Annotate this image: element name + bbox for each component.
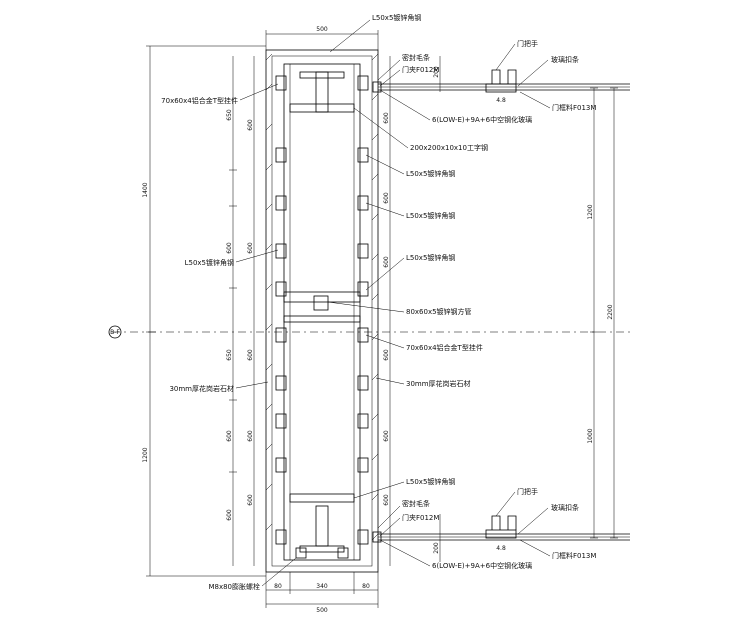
door-top — [372, 69, 630, 93]
label-angle-left: L50x5镀锌角钢 — [185, 258, 234, 267]
column-body — [265, 49, 379, 573]
label-glass-clip-bottom: 玻璃扣条 — [551, 503, 579, 512]
dim-right-seg-5: 600 — [383, 430, 390, 442]
dim-inner-seg-5: 600 — [247, 494, 254, 506]
square-tube-band — [283, 291, 361, 323]
dim-right-seg-3: 600 — [383, 256, 390, 268]
dim-left-total-upper: 1400 — [142, 182, 149, 197]
dimension-lines — [146, 30, 618, 608]
dim-glass-gap-top: 4.8 — [496, 97, 506, 104]
label-granite-right: 30mm厚花岗岩石材 — [406, 379, 471, 388]
dim-right-seg-1: 600 — [383, 112, 390, 124]
dim-door-top-offset: 200 — [433, 66, 440, 78]
dimension-texts: 500 80 340 80 500 1400 1200 650 600 650 … — [142, 26, 614, 614]
dim-left-total-lower: 1200 — [142, 447, 149, 462]
dim-bottom-side-right: 80 — [362, 583, 370, 590]
annotation-texts: L50x5镀锌角钢 密封毛条 门夹F012M 门把手 玻璃扣条 门框料F013M… — [161, 13, 596, 591]
label-angle-bottom: L50x5镀锌角钢 — [406, 477, 455, 486]
label-door-frame-top: 门框料F013M — [552, 103, 596, 112]
label-seal-strip-bottom: 密封毛条 — [402, 499, 430, 508]
dim-door-bottom-offset: 200 — [433, 542, 440, 554]
label-door-handle-top: 门把手 — [517, 39, 538, 48]
dim-door-width-total: 2200 — [607, 304, 614, 319]
dim-inner-seg-2: 600 — [247, 242, 254, 254]
axis-marker: B-F — [110, 329, 120, 336]
label-angle-top: L50x5镀锌角钢 — [372, 13, 421, 22]
dim-glass-gap-bottom: 4.8 — [496, 545, 506, 552]
dim-left-seg-2: 600 — [226, 242, 233, 254]
dim-door-width-upper: 1200 — [587, 204, 594, 219]
leader-lines — [235, 19, 551, 587]
label-door-frame-bottom: 门框料F013M — [552, 551, 596, 560]
dim-top-width: 500 — [316, 26, 328, 33]
label-angle-r2: L50x5镀锌角钢 — [406, 211, 455, 220]
dim-right-seg-4: 600 — [383, 349, 390, 361]
i-beam-top — [289, 71, 355, 113]
dim-inner-seg-4: 600 — [247, 430, 254, 442]
dim-right-seg-2: 600 — [383, 192, 390, 204]
label-door-handle-bottom: 门把手 — [517, 487, 538, 496]
dim-left-seg-3: 650 — [226, 349, 233, 361]
dim-inner-seg-1: 600 — [247, 119, 254, 131]
label-door-fitting-bottom: 门夹F012M — [402, 513, 439, 522]
dim-bottom-side-left: 80 — [274, 583, 282, 590]
label-seal-strip-top: 密封毛条 — [402, 53, 430, 62]
brackets — [275, 75, 369, 559]
label-glass-bottom: 6(LOW-E)+9A+6中空钢化玻璃 — [432, 561, 532, 570]
label-i-beam: 200x200x10x10工字钢 — [410, 143, 488, 152]
label-granite-left: 30mm厚花岗岩石材 — [169, 384, 234, 393]
dim-bottom-inner: 340 — [316, 583, 328, 590]
door-bottom — [372, 515, 630, 543]
dim-door-width-lower: 1000 — [587, 428, 594, 443]
dim-bottom-width: 500 — [316, 607, 328, 614]
dim-left-seg-5: 600 — [226, 509, 233, 521]
dim-right-seg-6: 600 — [383, 494, 390, 506]
dim-inner-seg-3: 600 — [247, 349, 254, 361]
i-beam-bottom — [289, 493, 355, 553]
label-anchor-bolt: M8x80膨胀螺栓 — [208, 582, 260, 591]
label-angle-r3: L50x5镀锌角钢 — [406, 253, 455, 262]
dim-left-seg-1: 650 — [226, 109, 233, 121]
label-door-fitting-top: 门夹F012M — [402, 65, 439, 74]
dim-left-seg-4: 600 — [226, 430, 233, 442]
label-glass-top: 6(LOW-E)+9A+6中空钢化玻璃 — [432, 115, 532, 124]
label-angle-r1: L50x5镀锌角钢 — [406, 169, 455, 178]
axis-line: B-F — [108, 325, 630, 339]
label-alu-hanger-right: 70x60x4铝合金T型挂件 — [406, 343, 483, 352]
label-alu-hanger-left: 70x60x4铝合金T型挂件 — [161, 96, 238, 105]
label-square-tube: 80x60x5镀锌钢方管 — [406, 307, 472, 316]
label-glass-clip-top: 玻璃扣条 — [551, 55, 579, 64]
